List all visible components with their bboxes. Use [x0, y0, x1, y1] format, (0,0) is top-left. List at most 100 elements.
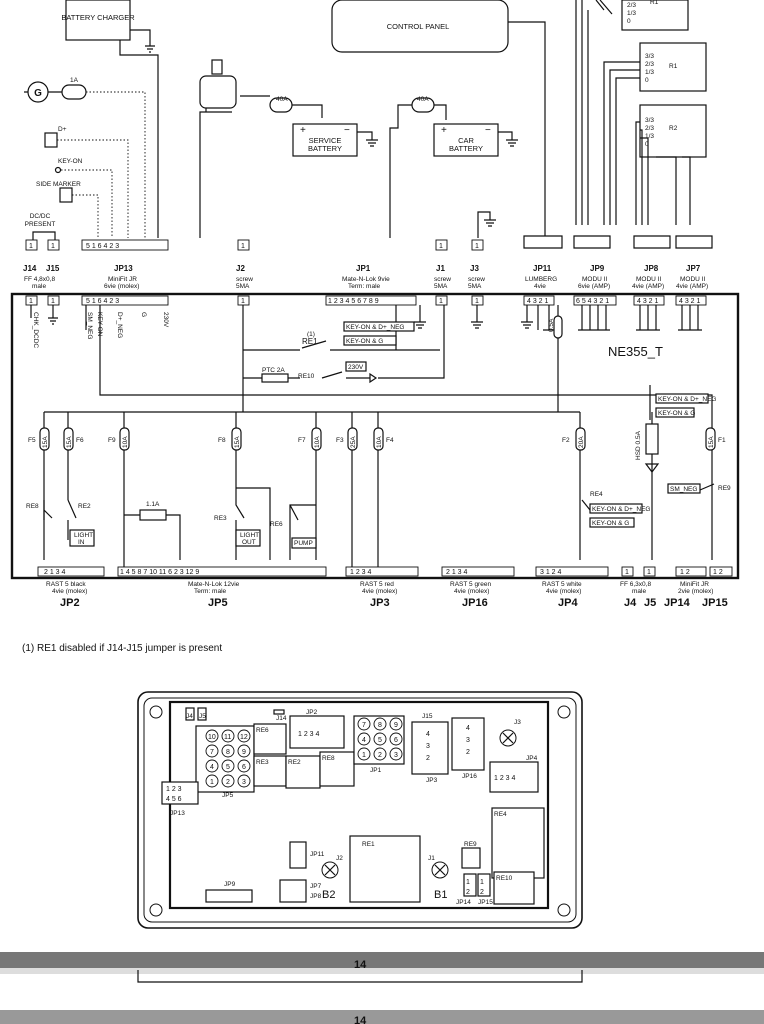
- svg-text:4: 4: [426, 731, 430, 738]
- page-edge: 14 14: [0, 952, 764, 1024]
- svg-text:15A: 15A: [66, 436, 73, 448]
- svg-text:20A: 20A: [578, 436, 585, 448]
- svg-text:4vie (AMP): 4vie (AMP): [632, 283, 664, 290]
- service-battery: [292, 123, 358, 157]
- light-out-box: [235, 529, 261, 547]
- fuse-40a-2-label: 40A: [417, 96, 429, 103]
- harness-plugs: [523, 235, 713, 249]
- svg-text:6: 6: [242, 764, 246, 771]
- svg-text:5MA: 5MA: [434, 283, 448, 290]
- logic-keyon-dneg-1: [343, 321, 415, 332]
- svg-text:RAST 5 red: RAST 5 red: [360, 581, 394, 588]
- svg-text:RAST 5 black: RAST 5 black: [46, 581, 86, 588]
- svg-text:Mate-N-Lok 12vie: Mate-N-Lok 12vie: [188, 581, 240, 588]
- svg-text:3: 3: [394, 752, 398, 759]
- svg-text:−: −: [485, 125, 491, 136]
- battery-charger-label: BATTERY CHARGER: [61, 13, 135, 22]
- svg-text:1: 1: [466, 879, 470, 886]
- ptc-resistor: [261, 373, 289, 383]
- board-outline: [10, 292, 740, 580]
- ground-icon: [506, 139, 518, 147]
- svg-text:7: 7: [362, 722, 366, 729]
- svg-text:1 2 3 4: 1 2 3 4: [350, 569, 372, 576]
- svg-text:2: 2: [378, 752, 382, 759]
- connector-jp16: JP16: [462, 597, 488, 609]
- svg-text:1 2: 1 2: [713, 569, 723, 576]
- svg-text:RE4: RE4: [494, 811, 507, 818]
- svg-text:15A: 15A: [234, 436, 241, 448]
- relay-r2: [639, 104, 707, 158]
- svg-text:JP14: JP14: [456, 899, 471, 906]
- hsd-0-5a: [645, 423, 659, 455]
- relay-re2: RE2: [78, 503, 91, 510]
- logic-keyon-g-3: [589, 517, 635, 528]
- svg-text:1 2 3: 1 2 3: [166, 786, 182, 793]
- svg-text:male: male: [32, 283, 46, 290]
- connector-jp8: JP8: [644, 264, 659, 273]
- svg-text:F1: F1: [718, 437, 726, 444]
- side-marker-label: SIDE MARKER: [36, 181, 81, 188]
- relay-re4: RE4: [590, 491, 603, 498]
- svg-text:3/3: 3/3: [645, 117, 654, 124]
- svg-text:6vie (AMP): 6vie (AMP): [578, 283, 610, 290]
- svg-text:R1: R1: [650, 0, 659, 6]
- svg-text:PUMP: PUMP: [294, 540, 313, 547]
- svg-text:15A: 15A: [42, 436, 49, 448]
- fuse-1a: [61, 84, 87, 100]
- svg-text:MiniFit JR: MiniFit JR: [680, 581, 709, 588]
- logic-keyon-g-2: [655, 407, 695, 418]
- svg-text:MODU II: MODU II: [680, 276, 705, 283]
- svg-text:F7: F7: [298, 437, 306, 444]
- relay-re9: RE9: [718, 485, 731, 492]
- svg-text:2: 2: [480, 889, 484, 896]
- svg-text:IN: IN: [78, 539, 85, 546]
- svg-text:4vie (AMP): 4vie (AMP): [676, 283, 708, 290]
- svg-text:Mate-N-Lok 9vie: Mate-N-Lok 9vie: [342, 276, 390, 283]
- svg-text:male: male: [632, 588, 646, 595]
- key-on-label: KEY-ON: [58, 158, 83, 165]
- svg-text:SM_NEG: SM_NEG: [86, 312, 93, 339]
- relay-re1: RE1: [302, 337, 318, 346]
- svg-text:J2: J2: [336, 855, 343, 862]
- svg-text:6 5 4 3 2 1: 6 5 4 3 2 1: [576, 298, 609, 305]
- fuse-f8: [231, 427, 242, 451]
- relay-r2-label: R2: [669, 125, 678, 132]
- svg-text:RE8: RE8: [322, 755, 335, 762]
- svg-text:F4: F4: [386, 437, 394, 444]
- svg-text:7: 7: [210, 749, 214, 756]
- svg-text:4: 4: [466, 725, 470, 732]
- svg-text:OUT: OUT: [242, 539, 256, 546]
- board-name: NE355_T: [608, 344, 663, 359]
- svg-text:6: 6: [394, 737, 398, 744]
- svg-text:3: 3: [426, 743, 430, 750]
- svg-text:JP7: JP7: [310, 883, 322, 890]
- d-plus-label: D+: [58, 126, 67, 133]
- svg-text:1: 1: [241, 243, 245, 250]
- svg-text:5 1 6 4 2 3: 5 1 6 4 2 3: [86, 298, 119, 305]
- svg-text:25A: 25A: [350, 436, 357, 448]
- svg-text:14: 14: [354, 959, 367, 971]
- key-on-terminal: [54, 166, 62, 174]
- svg-text:MiniFit JR: MiniFit JR: [108, 276, 137, 283]
- d-plus-indicator: [44, 132, 58, 148]
- svg-text:J14: J14: [276, 715, 287, 722]
- svg-text:3: 3: [466, 737, 470, 744]
- svg-text:4 3 2 1: 4 3 2 1: [637, 298, 659, 305]
- connector-jp13: JP13: [114, 264, 133, 273]
- svg-text:1 2 3 4: 1 2 3 4: [298, 731, 320, 738]
- svg-text:4 3 2 1: 4 3 2 1: [679, 298, 701, 305]
- svg-text:5: 5: [226, 764, 230, 771]
- board-layout-view: J4 J5 10 11 12 7 8 9 4 5 6 1 2 3 JP5 1 2…: [137, 691, 583, 929]
- svg-text:1/3: 1/3: [627, 10, 636, 17]
- relay-re6: RE6: [270, 521, 283, 528]
- svg-text:1: 1: [625, 569, 629, 576]
- bottom-connector-labels: RAST 5 black 4vie (molex) JP2 Mate-N-Lok…: [46, 581, 728, 609]
- svg-text:2 1 3 4: 2 1 3 4: [44, 569, 66, 576]
- svg-text:5: 5: [378, 737, 382, 744]
- svg-text:RAST 5 green: RAST 5 green: [450, 581, 491, 588]
- svg-text:F8: F8: [218, 437, 226, 444]
- svg-text:RE3: RE3: [256, 759, 269, 766]
